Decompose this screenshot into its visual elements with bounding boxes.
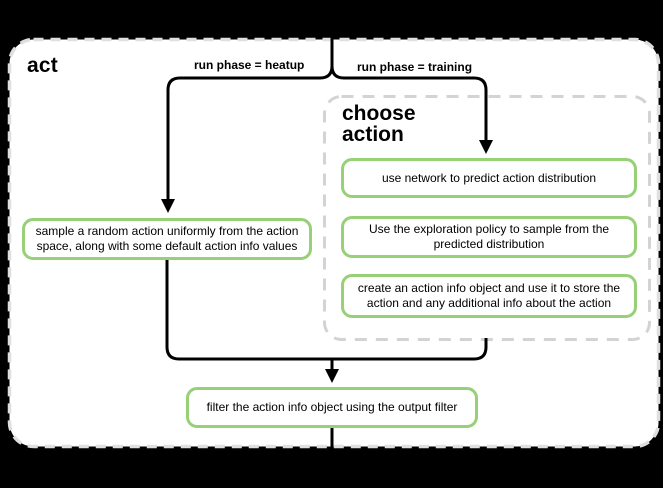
edge-group-to-merge bbox=[331, 338, 488, 361]
choose-action-group-title: choose action bbox=[342, 102, 416, 146]
edge-training-branch bbox=[330, 65, 488, 142]
arrowhead-heatup bbox=[161, 199, 175, 213]
edge-label-heatup: run phase = heatup bbox=[194, 58, 305, 72]
arrowhead-merge bbox=[325, 369, 339, 383]
edge-label-training: run phase = training bbox=[357, 60, 473, 74]
node-create-action-info: create an action info object and use it … bbox=[341, 274, 637, 318]
node-sample-random-action: sample a random action uniformly from th… bbox=[22, 218, 312, 260]
node-exploration-policy-sample: Use the exploration policy to sample fro… bbox=[341, 216, 637, 258]
arrowhead-training bbox=[479, 140, 493, 154]
node-filter-action-info: filter the action info object using the … bbox=[186, 387, 478, 428]
edge-sample-to-merge bbox=[165, 259, 333, 361]
node-predict-action-distribution: use network to predict action distributi… bbox=[341, 158, 637, 198]
act-container-outline bbox=[7, 37, 661, 449]
act-container-title: act bbox=[27, 54, 58, 77]
